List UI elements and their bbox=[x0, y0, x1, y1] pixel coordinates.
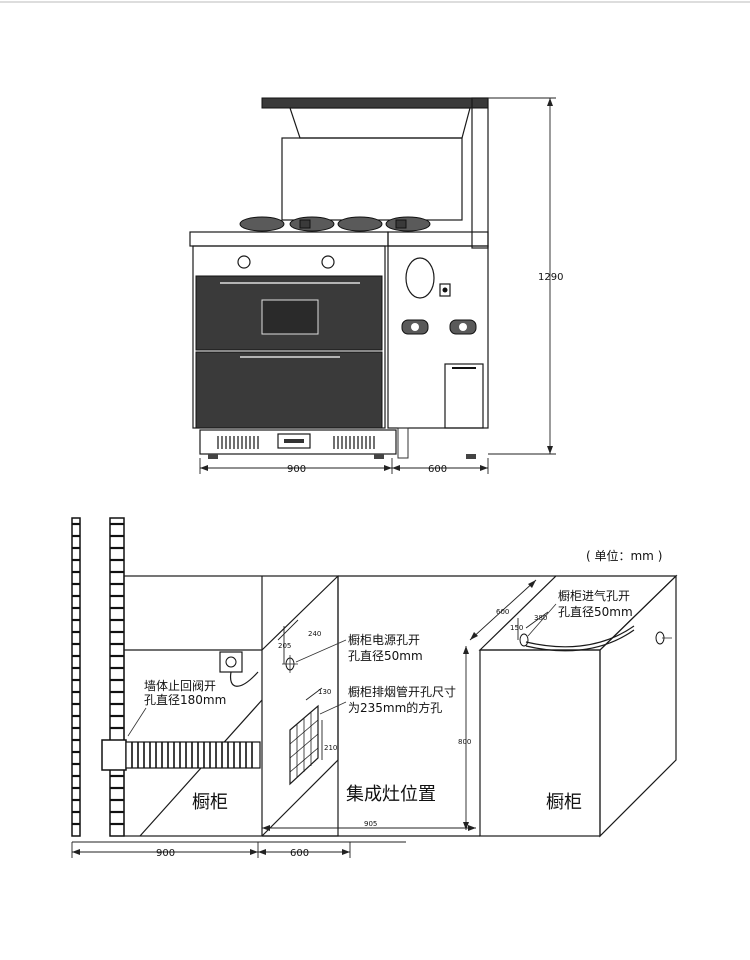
side-panel-dimensions: 240 205 130 210 bbox=[277, 619, 337, 760]
knob-right bbox=[321, 255, 335, 269]
stove-elevation bbox=[189, 97, 489, 459]
top-dimensions: 1290 900 600 bbox=[199, 97, 563, 475]
unit-note: ( 单位：mm ) bbox=[586, 548, 662, 563]
width-left-dimension: 900 bbox=[287, 464, 306, 475]
stove-space bbox=[262, 575, 540, 837]
power-socket-icon bbox=[219, 651, 259, 687]
dim-150: 150 bbox=[510, 624, 523, 632]
exhaust-note-line2: 为235mm的方孔 bbox=[348, 700, 442, 715]
brick-wall bbox=[71, 517, 125, 837]
air-intake-hole-icon bbox=[519, 625, 635, 652]
knob-left bbox=[237, 255, 251, 269]
dim-600-bottom: 600 bbox=[290, 848, 309, 859]
wall-valve-note-line1: 墙体止回阀开 bbox=[144, 679, 216, 693]
small-socket bbox=[439, 283, 451, 297]
bottom-dimensions: 900 600 bbox=[71, 841, 406, 859]
width-right-dimension: 600 bbox=[428, 464, 447, 475]
dim-240: 240 bbox=[308, 630, 321, 638]
dim-800: 800 bbox=[458, 738, 471, 746]
power-note-line1: 橱柜电源孔开 bbox=[348, 633, 420, 647]
base-plinth bbox=[199, 429, 397, 455]
vent-grille-right bbox=[333, 436, 375, 449]
dim-900-bottom: 900 bbox=[156, 848, 175, 859]
air-intake-dimensions: 380 150 bbox=[510, 611, 549, 640]
worktop-left bbox=[189, 231, 389, 247]
burners bbox=[239, 216, 431, 232]
back-panel bbox=[281, 137, 463, 221]
dim-380: 380 bbox=[534, 614, 547, 622]
drawer bbox=[195, 351, 383, 429]
right-cabinet-label: 橱柜 bbox=[546, 792, 582, 813]
gas-valve-icon bbox=[655, 631, 672, 645]
power-note-line2: 孔直径50mm bbox=[348, 649, 423, 663]
right-cabinet-box bbox=[478, 574, 678, 838]
stove-position-label: 集成灶位置 bbox=[346, 784, 436, 805]
air-note-line2: 孔直径50mm bbox=[558, 605, 633, 619]
dim-130: 130 bbox=[318, 688, 331, 696]
oven-window bbox=[261, 299, 319, 335]
height-dimension: 1290 bbox=[538, 272, 563, 283]
base-badge bbox=[277, 433, 311, 449]
exhaust-note-line1: 橱柜排烟管开孔尺寸 bbox=[348, 684, 456, 699]
power-hole-icon bbox=[282, 655, 298, 673]
right-tower bbox=[471, 97, 489, 249]
dim-210: 210 bbox=[324, 744, 337, 752]
exhaust-square-hole bbox=[289, 704, 319, 786]
dim-600-top: 600 bbox=[496, 608, 509, 616]
hood-top bbox=[261, 97, 489, 109]
side-door bbox=[444, 363, 484, 429]
left-cabinet-label: 橱柜 bbox=[192, 792, 228, 813]
dim-905: 905 bbox=[364, 820, 377, 828]
hood-skirt bbox=[289, 107, 471, 139]
stove-space-dimensions: 800 905 600 bbox=[262, 579, 537, 831]
dim-205: 205 bbox=[278, 642, 291, 650]
wall-pipe bbox=[101, 739, 261, 771]
right-side-unit bbox=[387, 245, 489, 429]
air-note-line1: 橱柜进气孔开 bbox=[558, 588, 630, 603]
round-panel bbox=[405, 257, 435, 299]
wall-valve-note-line2: 孔直径180mm bbox=[144, 693, 226, 707]
worktop-right bbox=[387, 231, 489, 247]
vent-grille-left bbox=[217, 436, 259, 449]
